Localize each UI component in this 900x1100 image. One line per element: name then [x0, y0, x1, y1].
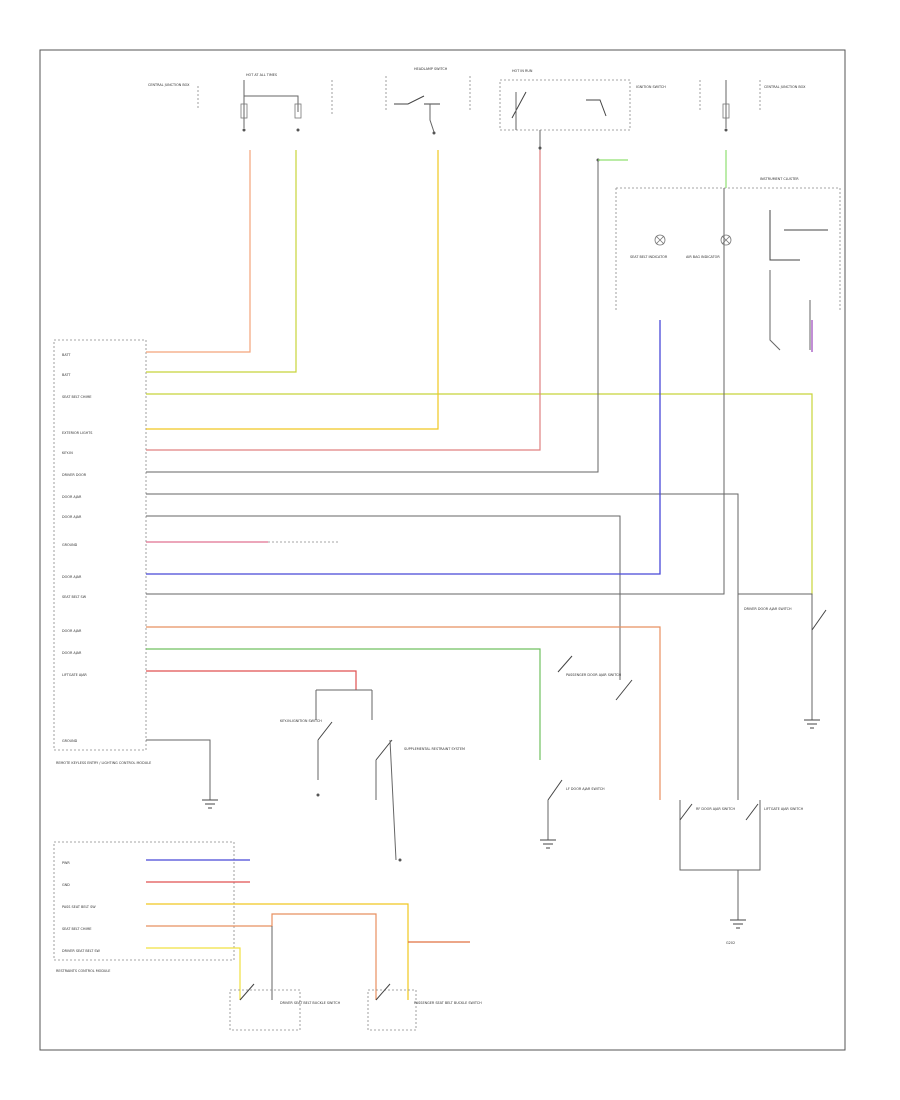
driver-door-ajar-switch: PASSENGER DOOR AJAR SWITCH — [557, 655, 633, 701]
wire-orange-door-ajar — [146, 626, 661, 800]
instrument-cluster-label: INSTRUMENT CLUSTER — [760, 177, 799, 181]
pin-label: DOOR AJAR — [62, 495, 82, 499]
fuse-block-left: CENTRAL JUNCTION BOX HOT AT ALL TIMES — [148, 73, 333, 132]
wire-green-door-ajar — [146, 648, 541, 760]
rf-door-switch-label: RF DOOR AJAR SWITCH — [696, 807, 736, 811]
pin-label: KEY-IN — [62, 451, 73, 455]
passenger-door-switch-label: PASSENGER DOOR AJAR SWITCH — [566, 673, 621, 677]
seat-belt-indicator-label: SEAT BELT INDICATOR — [630, 255, 668, 259]
key-in-switch-label: KEY-IN-IGNITION SWITCH — [280, 719, 322, 723]
liftgate-switches: RF DOOR AJAR SWITCH LIFTGATE AJAR SWITCH… — [679, 800, 804, 945]
fuse-block-right: CENTRAL JUNCTION BOX — [699, 80, 806, 132]
pin-label: EXTERIOR LIGHTS — [62, 431, 92, 435]
ignition-switch-label: IGNITION SWITCH — [636, 85, 666, 89]
pin-label: SEAT BELT CHIME — [62, 395, 92, 399]
ground-label: G202 — [726, 941, 735, 945]
ground-symbol-a — [202, 799, 218, 809]
wire-yellowgreen-chime — [146, 393, 813, 595]
hot-at-all-times-label: HOT AT ALL TIMES — [246, 73, 277, 77]
wire-yellow-exterior-lights — [146, 150, 439, 430]
lf-door-switch-label: LF DOOR AJAR SWITCH — [566, 787, 605, 791]
ignition-switch-block: IGNITION SWITCH HOT IN RUN — [499, 69, 666, 162]
air-bag-indicator-label: AIR BAG INDICATOR — [686, 255, 720, 259]
fuse-left-label: CENTRAL JUNCTION BOX — [148, 83, 190, 87]
driver-door-switch-label: DRIVER DOOR AJAR SWITCH — [744, 607, 792, 611]
pin-label: GROUND — [62, 543, 78, 547]
pin-label: BATT — [62, 373, 71, 377]
pin-label: LIFTGATE AJAR — [62, 673, 87, 677]
hot-in-run-label: HOT IN RUN — [512, 69, 533, 73]
lf-door-ajar-switch: LF DOOR AJAR SWITCH — [540, 779, 605, 849]
pin-label: DRIVER DOOR — [62, 473, 87, 477]
rcm-pin-label: PASS SEAT BELT SW — [62, 905, 96, 909]
passenger-buckle-switch: PASSENGER SEAT BELT BUCKLE SWITCH — [367, 983, 482, 1031]
rcm-pin-label: PWR — [62, 861, 70, 865]
wire-orange-rcm-chime — [146, 913, 377, 1000]
ground-a — [146, 739, 211, 800]
key-in-ignition-switch: KEY-IN-IGNITION SWITCH SUPPLEMENTAL REST… — [280, 689, 465, 862]
driver-buckle-switch: DRIVER SEAT BELT BUCKLE SWITCH — [229, 983, 341, 1031]
wire-gray-door-ajar-2 — [146, 515, 621, 680]
pin-label: DOOR AJAR — [62, 629, 82, 633]
pin-label: BATT — [62, 353, 71, 357]
rcm-pin-label: SEAT BELT CHIME — [62, 927, 92, 931]
wire-yellow-rcm-pass — [146, 903, 409, 1000]
wire-gray-door-ajar-1 — [146, 493, 739, 800]
supplemental-restraint-label: SUPPLEMENTAL RESTRAINT SYSTEM — [404, 747, 465, 751]
rf-door-ajar-switch: DRIVER DOOR AJAR SWITCH — [738, 593, 827, 729]
wire-blue-door-ajar — [146, 320, 661, 575]
lighting-control-module — [53, 339, 147, 751]
module-b-label: RESTRAINTS CONTROL MODULE — [56, 969, 110, 973]
wire-yellowgreen-batt — [146, 150, 297, 373]
rcm-pin-label: GND — [62, 883, 70, 887]
wire-pink-key-in — [146, 150, 541, 451]
pin-label: DOOR AJAR — [62, 515, 82, 519]
driver-buckle-label: DRIVER SEAT BELT BUCKLE SWITCH — [280, 1001, 341, 1005]
liftgate-switch-label: LIFTGATE AJAR SWITCH — [764, 807, 804, 811]
headlamp-switch-label: HEADLAMP SWITCH — [414, 67, 448, 71]
rcm-pin-label: DRIVER SEAT BELT SW — [62, 949, 101, 953]
passenger-buckle-label: PASSENGER SEAT BELT BUCKLE SWITCH — [414, 1001, 482, 1005]
module-pin-labels: BATT BATT SEAT BELT CHIME EXTERIOR LIGHT… — [62, 353, 92, 743]
pin-label: DOOR AJAR — [62, 575, 82, 579]
wire-gray-seat-belt-sw — [146, 320, 725, 595]
wire-orange-batt — [146, 150, 251, 353]
pin-label: GROUND — [62, 739, 78, 743]
module-a-label: REMOTE KEYLESS ENTRY / LIGHTING CONTROL … — [56, 761, 151, 765]
headlamp-switch-block: HEADLAMP SWITCH — [385, 67, 471, 135]
pin-label: SEAT BELT SW — [62, 595, 87, 599]
wire-red-liftgate — [146, 670, 357, 690]
rcm-pin-labels: PWR GND PASS SEAT BELT SW SEAT BELT CHIM… — [62, 861, 101, 953]
diagram-frame — [39, 49, 846, 1051]
instrument-cluster: INSTRUMENT CLUSTER SEAT BELT INDICATOR A… — [615, 177, 841, 351]
wire-gray-driver-door — [146, 160, 599, 473]
pin-label: DOOR AJAR — [62, 651, 82, 655]
fuse-right-label: CENTRAL JUNCTION BOX — [764, 85, 806, 89]
wire-yellow-rcm-driver — [146, 947, 241, 1000]
restraints-control-module — [53, 841, 235, 961]
